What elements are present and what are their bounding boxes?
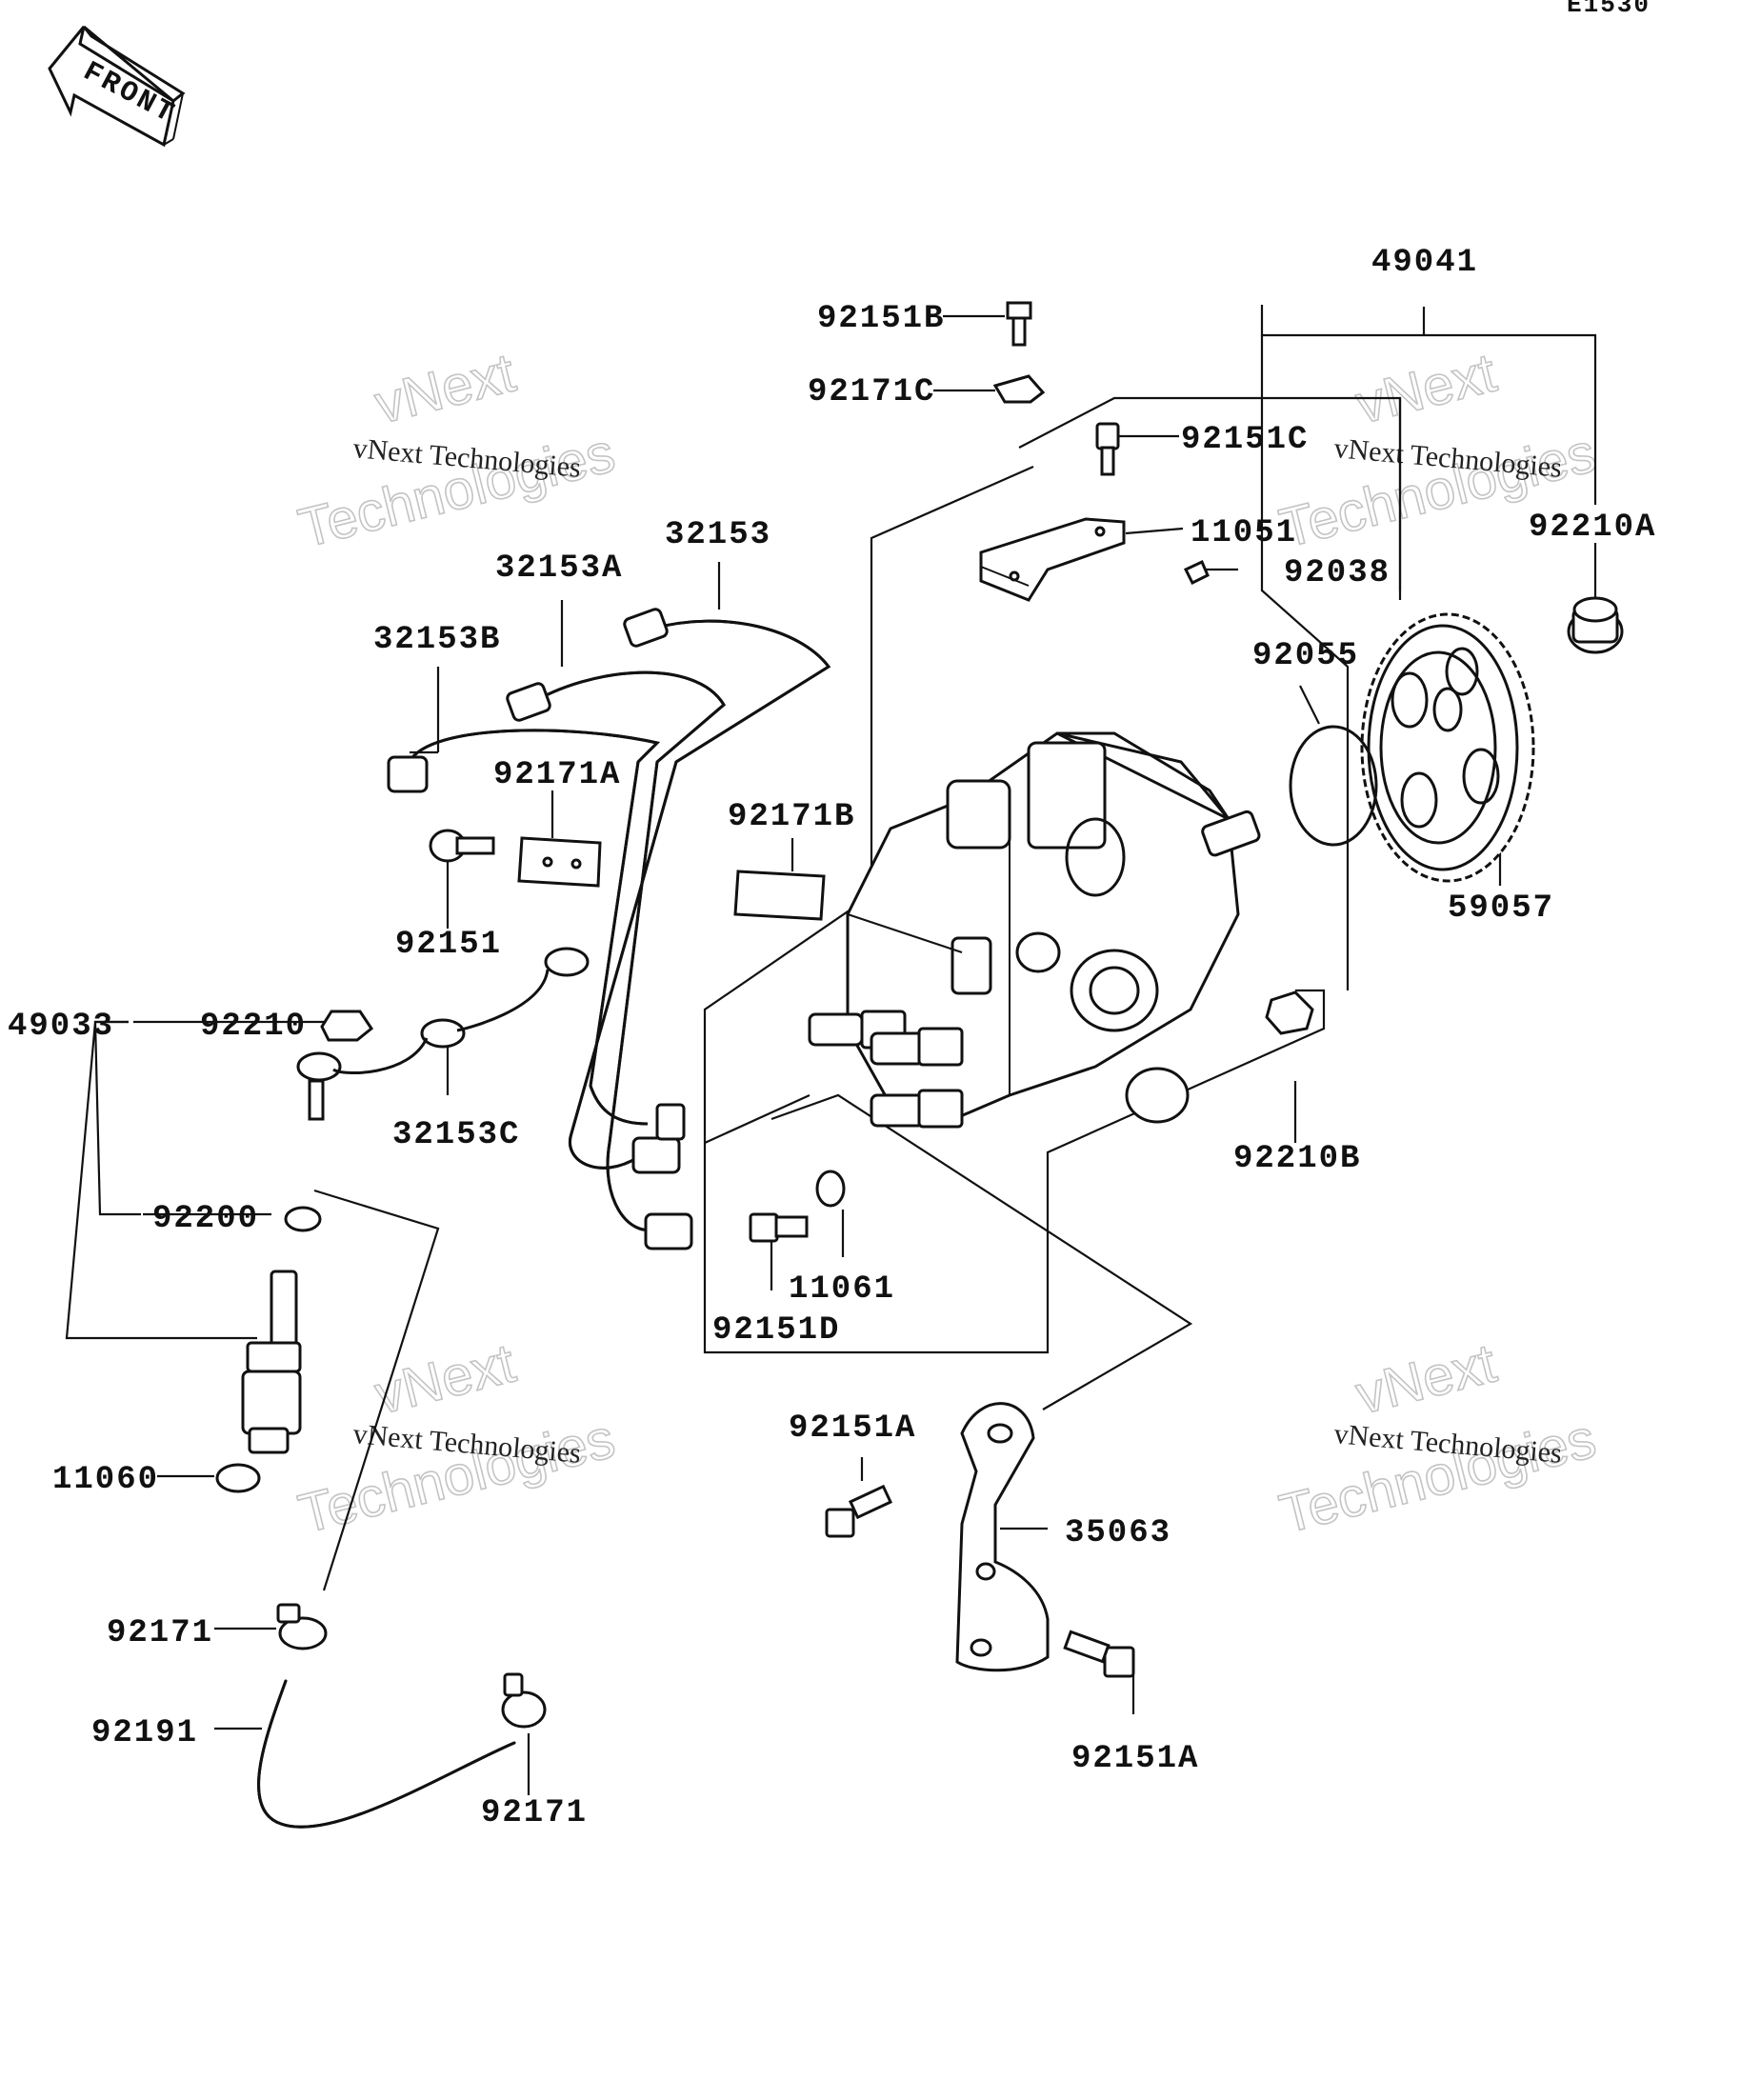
- bolt-92151: [429, 829, 495, 863]
- washer-92200: [284, 1206, 322, 1232]
- watermark-bottom-right: vNext Technologies vNext Technologies: [1273, 1331, 1603, 1547]
- label-11061: 11061: [789, 1271, 895, 1308]
- svg-text:vNext: vNext: [1350, 1332, 1502, 1427]
- clip-92171C: [992, 374, 1046, 404]
- label-92171C: 92171C: [808, 374, 935, 410]
- nut-92210B: [1265, 990, 1314, 1035]
- label-32153C: 32153C: [392, 1117, 520, 1153]
- delivery-valve-holders: [808, 1010, 964, 1129]
- bolt-92151D: [749, 1212, 809, 1243]
- bolt-92151A-top: [825, 1484, 893, 1538]
- label-92200: 92200: [152, 1201, 259, 1237]
- label-32153A: 32153A: [495, 550, 623, 587]
- bracket-35063: [955, 1402, 1050, 1672]
- watermark-bottom-left: vNext Technologies vNext Technologies: [292, 1331, 622, 1547]
- label-92171A: 92171A: [493, 757, 621, 793]
- diagram-code: E1530: [1567, 0, 1651, 19]
- hose-clip-92171-bottom: [501, 1672, 547, 1729]
- label-49033: 49033: [8, 1009, 114, 1045]
- label-32153B: 32153B: [373, 622, 501, 658]
- key-92038: [1183, 559, 1210, 586]
- label-92210A: 92210A: [1529, 510, 1656, 546]
- svg-text:vNext: vNext: [369, 1332, 521, 1427]
- bolt-92151B: [1006, 301, 1032, 347]
- nut-92210A: [1567, 596, 1624, 654]
- leader-lines: [133, 307, 1597, 1795]
- bracket-11051: [979, 517, 1126, 602]
- bolt-92151C: [1095, 422, 1120, 476]
- front-direction-arrow: FRONT: [48, 25, 186, 148]
- clamp-92171B: [733, 870, 826, 921]
- clamp-92171A: [517, 836, 602, 888]
- washer-11060: [215, 1463, 261, 1493]
- label-11051: 11051: [1191, 515, 1297, 551]
- hose-92191: [257, 1679, 516, 1829]
- label-11060: 11060: [52, 1462, 159, 1498]
- injection-pipes: [387, 608, 831, 1250]
- label-92171-left: 92171: [107, 1615, 213, 1651]
- label-32153: 32153: [665, 517, 771, 553]
- injection-pump-49041: [808, 731, 1261, 1129]
- nozzle-holder-49033: [241, 1270, 302, 1454]
- label-92151C: 92151C: [1181, 422, 1309, 458]
- label-92210: 92210: [200, 1009, 307, 1045]
- label-59057: 59057: [1448, 890, 1554, 927]
- label-49041: 49041: [1371, 245, 1478, 281]
- label-92171-bottom: 92171: [481, 1795, 588, 1831]
- leak-off-pipe-32153C: [296, 947, 590, 1121]
- label-92151B: 92151B: [817, 301, 945, 337]
- drive-gear-59057: [1360, 612, 1535, 883]
- label-92171B: 92171B: [728, 799, 855, 835]
- svg-text:vNext: vNext: [1350, 342, 1502, 436]
- label-92055: 92055: [1252, 638, 1359, 674]
- label-92151A-bottom: 92151A: [1071, 1741, 1199, 1777]
- label-92151: 92151: [395, 927, 502, 963]
- label-92151D: 92151D: [712, 1312, 840, 1349]
- label-35063: 35063: [1065, 1515, 1171, 1551]
- part-labels: 49041 92151B 92171C 92151C 11051 92038 9…: [8, 245, 1656, 1831]
- label-92191: 92191: [91, 1715, 198, 1751]
- watermark-top-left: vNext Technologies vNext Technologies: [292, 341, 622, 561]
- hose-clip-92171-left: [276, 1603, 328, 1650]
- label-92038: 92038: [1284, 555, 1391, 591]
- label-92210B: 92210B: [1233, 1141, 1361, 1177]
- o-ring-92055: [1289, 725, 1378, 847]
- nut-92210: [320, 1010, 374, 1042]
- front-label: FRONT: [77, 56, 181, 131]
- label-92151A-top: 92151A: [789, 1410, 916, 1447]
- svg-text:vNext: vNext: [369, 342, 521, 436]
- bolt-92151A-bottom: [1063, 1630, 1135, 1678]
- washer-11061: [815, 1170, 846, 1208]
